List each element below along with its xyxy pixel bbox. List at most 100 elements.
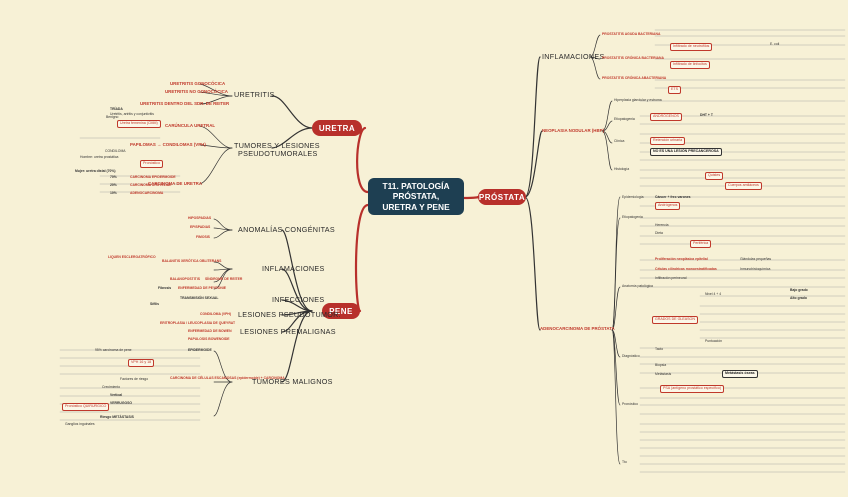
condiloma-pene: CONDILOMA (VPH) [200,312,231,316]
celulas-cilindricas: Células cilíndricas monoestratificadas [655,267,717,271]
sifilis: Sífilis [150,302,160,306]
infiltrado-neutrofilos: Infiltrado de neutrófilos [670,43,713,51]
main-node-uretra[interactable]: URETRA [312,120,362,136]
gleason-nivel: Nivel 4 + 4 [705,292,722,296]
epispadias: EPISPADIAS [190,225,211,229]
pct-10: 10% [110,191,117,195]
androgenos-box: ANDRÓGENOS [650,113,682,121]
no-precancerosa-box: NO ES UNA LESIÓN PRECANCEROSA [650,148,722,156]
psa-box: PSA (antígeno prostático específico) [660,385,725,393]
herencia-label: Herencia [655,223,669,227]
peyronie: ENFERMEDAD DE PEYRONIE [178,286,227,290]
metastasis-oseas-box: Metástasis óseas [722,370,758,378]
eritroplasia: ERITROPLASIA / LEUCOPLASIA DE QUEYRAT [160,321,236,325]
caruncula-benigno: Benigno [106,115,119,119]
main-node-pene[interactable]: PENE [322,303,360,319]
bowen: ENFERMEDAD DE BOWEN [188,329,232,333]
balanitis-xerotica: BALANITIS XERÓTICA OBLITERANS [162,259,222,263]
hbp-histologia: Histología [614,167,630,171]
fimosis: FIMOSIS [196,235,210,239]
fibrosis: Fibrosis [158,286,172,290]
branch-lesiones-pseudotumor[interactable]: LESIONES PSEUDOTUMOR. [238,310,341,319]
branch-adenocarcinoma-prostata[interactable]: ADENOCARCINOMA DE PRÓSTATA [540,326,615,331]
gleason-puntuacion: Puntuación [705,339,722,343]
pct-carcinoma-pene: 95% carcinoma de pene [95,348,132,352]
grados-gleason-box[interactable]: GRADOS DE GLEASON [652,316,698,324]
adenocarcinoma-uretra: ADENOCARCINOMA [130,191,164,195]
branch-lesiones-premalignas[interactable]: LESIONES PREMALIGNAS [240,327,336,336]
prostatitis-cronica-abacteriana[interactable]: PROSTATITIS CRÓNICA ABACTERIANA [602,76,667,80]
hbp-nodulos: Hiperplasia glandular y estroma [614,98,662,102]
ets-box: ETS [668,86,681,94]
hbp-etiopatogenia: Etiopatogenia [614,117,635,121]
branch-anomalias[interactable]: ANOMALÍAS CONGÉNITAS [238,225,335,234]
diagnostico-tacto: Tacto [655,347,664,351]
main-node-prostata[interactable]: PRÓSTATA [478,189,526,205]
gleason-bajo-grado: Bajo grado [790,288,808,292]
uretritis-reiter[interactable]: URETRITIS DENTRO DEL SDR. DE REITER [140,101,230,106]
prostatitis-cronica-bacteriana[interactable]: PROSTATITIS CRÓNICA BACTERIANA [602,56,664,60]
liquen-escleroatrofico: LIQUEN ESCLEROATRÓFICO [108,255,156,259]
uretritis-no-gonococica[interactable]: URETRITIS NO GONOCÓCICA [165,89,228,94]
verrugoso: VERRUGOSO [110,401,133,405]
branch-inflamaciones-pene[interactable]: INFLAMACIONES [262,264,325,273]
infiltrado-linfocitos: Infiltrado de linfocitos [670,61,710,69]
retencion-box: Retención urinaria [650,137,686,145]
adeno-tratamiento: Tto [622,460,627,464]
riesgo-metastasis: Riesgo METÁSTASIS [100,415,134,419]
transmision-sexual: TRANSMISIÓN SEXUAL [180,296,219,300]
carcinoma-escamoso: CARCINOMA DE CÉLULAS ESCAMOSAS (epidermo… [170,376,285,380]
branch-infecciones[interactable]: INFECCIONES [272,295,325,304]
uretra-mujer: Mujer: uretra distal (70%) [75,169,116,173]
adeno-anatomia: Anatomía patológica [622,284,653,288]
dieta-label: Dieta [655,231,663,235]
inmunohistoquimica: Inmunohistoquímica [740,267,771,271]
reiter-triada-desc: Uretritis, artritis y conjuntivitis [110,112,154,116]
condiloma-label: CONDILOMA [105,149,126,153]
gleason-alto-grado: Alto grado [790,296,807,300]
cuerpos-amilaceos-box: Cuerpos amiláceos [725,182,762,190]
adeno-diagnostico: Diagnóstico [622,354,640,358]
branch-uretritis[interactable]: URETRITIS [234,90,275,99]
central-line-3: URETRA Y PENE [382,201,450,212]
androgenos-2-box: Andrógenos [655,202,681,210]
balanopostitis: BALANOPOSTITIS [170,277,200,281]
reiter-pene: SÍNDROME DE REITER [205,277,243,281]
uretra-hombre: Hombre: uretra prostática [80,155,119,159]
quistes-box: Quistes [705,172,724,180]
papilomas-condilomas[interactable]: PAPILOMAS → CONDILOMAS (VPH) [130,142,206,147]
central-line-1: T11. PATOLOGÍA [382,180,450,191]
prostatitis-aguda[interactable]: PROSTATITIS AGUDA BACTERIANA [602,32,661,36]
hbp-clinica: Clínica [614,139,625,143]
caruncula-uretral[interactable]: CARÚNCULA URETRAL [165,123,216,128]
adeno-epidemiologia: Epidemiología [622,195,644,199]
reiter-triada: TRÍADA [110,107,123,111]
pct-70: 70% [110,175,117,179]
dht-label: DHT + T [700,113,713,117]
pronostico-box: Pronóstico [140,160,163,168]
branch-tumores-uretra[interactable]: TUMORES Y LESIONES [234,141,320,150]
pct-20: 20% [110,183,117,187]
uretra-femenina-box: Uretra femenina (CMM) [117,120,161,128]
crecimiento: Crecimiento [102,385,121,389]
periferica-box: Periférica [690,240,712,248]
branch-tumores-uretra-2: PSEUDOTUMORALES [238,149,318,158]
proliferacion-neoplasica: Proliferación neoplásica epitelial [655,257,708,261]
branch-hbp[interactable]: NEOPLASIA NODULAR (HBP) [542,128,605,133]
pronostico-quirurgico-box: Pronóstico QUIRÚRGICO [62,403,110,411]
adeno-pronostico: Pronóstico [622,402,639,406]
infiltracion-perineural: Infiltración perineural [655,276,687,280]
uretritis-gonococica[interactable]: URETRITIS GONOCÓCICA [170,81,226,86]
hipospadias: HIPOSPADIAS [188,216,212,220]
central-topic[interactable]: T11. PATOLOGÍA PRÓSTATA, URETRA Y PENE [368,178,464,215]
diagnostico-metastasis: Metástasis [655,372,672,376]
adeno-etiopatogenia: Etiopatogenia [622,215,643,219]
vph-box: VPH 16 y 18 [128,359,155,367]
branch-inflamaciones-prostata[interactable]: INFLAMACIONES [542,52,605,61]
ganglios-inguinales: Ganglios inguinales [65,422,95,426]
carcinoma-urotelial: CARCINOMA UROTELIAL [130,183,172,187]
papulosis: PAPULOSIS BOWENOIDE [188,337,230,341]
carcinoma-uretra[interactable]: CARCINOMA DE URETRA [148,181,202,186]
branch-tumores-malignos[interactable]: TUMORES MALIGNOS [252,377,333,386]
